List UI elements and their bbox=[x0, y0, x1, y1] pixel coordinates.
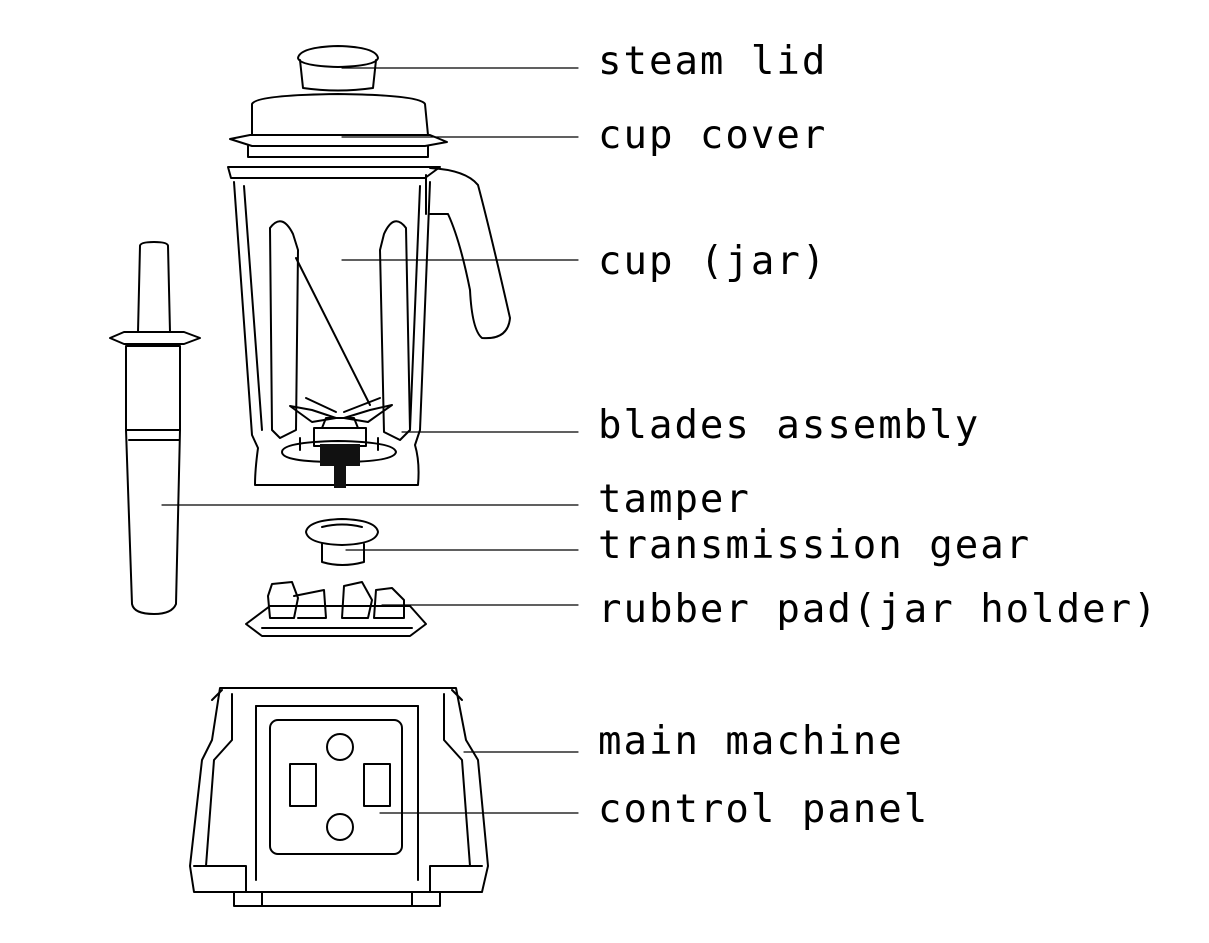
label-blades-assembly: blades assembly bbox=[598, 403, 981, 448]
label-rubber-pad: rubber pad(jar holder) bbox=[598, 587, 1159, 632]
tamper-part bbox=[109, 241, 201, 615]
cup-cover-part bbox=[229, 93, 448, 158]
label-cup-cover: cup cover bbox=[598, 113, 828, 158]
cup-jar-part bbox=[227, 166, 511, 486]
control-panel-part bbox=[269, 719, 403, 855]
label-steam-lid: steam lid bbox=[598, 39, 828, 84]
label-control-panel: control panel bbox=[598, 787, 930, 832]
leader-lines bbox=[161, 67, 579, 814]
transmission-gear-part bbox=[305, 518, 379, 566]
steam-lid-part bbox=[297, 45, 379, 92]
label-cup-jar: cup (jar) bbox=[598, 239, 828, 284]
blades-assembly-part bbox=[281, 397, 397, 488]
rubber-pad-part bbox=[245, 581, 427, 637]
label-tamper: tamper bbox=[598, 477, 751, 522]
label-main-machine: main machine bbox=[598, 719, 904, 764]
label-transmission-gear: transmission gear bbox=[598, 523, 1032, 568]
